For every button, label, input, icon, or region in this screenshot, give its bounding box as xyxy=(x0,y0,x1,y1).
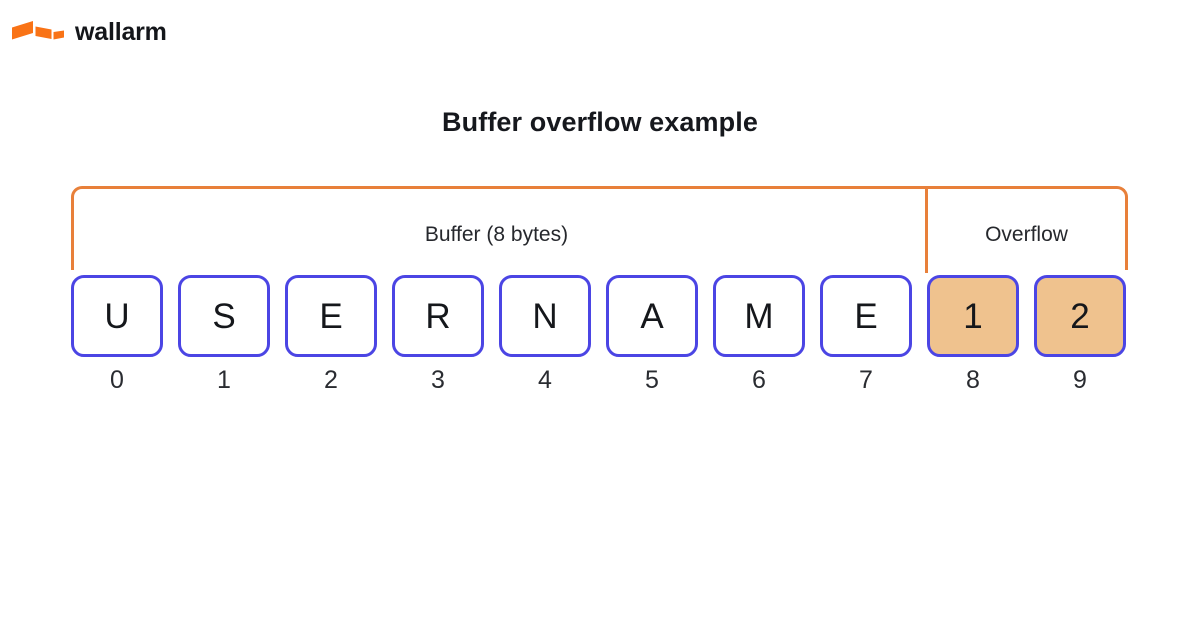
wallarm-bolt-icon xyxy=(12,21,64,40)
memory-cell-index: 9 xyxy=(1073,366,1087,394)
bracket-divider xyxy=(925,189,928,273)
memory-cell-value: S xyxy=(178,275,270,357)
memory-cell-index: 7 xyxy=(859,366,873,394)
memory-cell-value: M xyxy=(713,275,805,357)
memory-cell-value: R xyxy=(392,275,484,357)
memory-cell-value-overflow: 2 xyxy=(1034,275,1126,357)
memory-cell-value: E xyxy=(820,275,912,357)
memory-cell-index: 2 xyxy=(324,366,338,394)
memory-cell-value: A xyxy=(606,275,698,357)
memory-cell-index: 5 xyxy=(645,366,659,394)
overflow-region-label: Overflow xyxy=(985,223,1068,246)
memory-cell-index: 4 xyxy=(538,366,552,394)
brand-name: wallarm xyxy=(75,17,167,46)
memory-cell-value: U xyxy=(71,275,163,357)
brand-logo: wallarm xyxy=(12,12,167,52)
memory-cell-value: N xyxy=(499,275,591,357)
page-title: Buffer overflow example xyxy=(442,107,758,137)
memory-cell-index: 3 xyxy=(431,366,445,394)
memory-cell-index: 6 xyxy=(752,366,766,394)
memory-bracket xyxy=(71,186,1128,273)
buffer-region-label: Buffer (8 bytes) xyxy=(424,223,569,246)
memory-cell-index: 1 xyxy=(217,366,231,394)
memory-cell-value: E xyxy=(285,275,377,357)
memory-cell-value-overflow: 1 xyxy=(927,275,1019,357)
memory-cell-index: 0 xyxy=(110,366,124,394)
memory-cell-index: 8 xyxy=(966,366,980,394)
